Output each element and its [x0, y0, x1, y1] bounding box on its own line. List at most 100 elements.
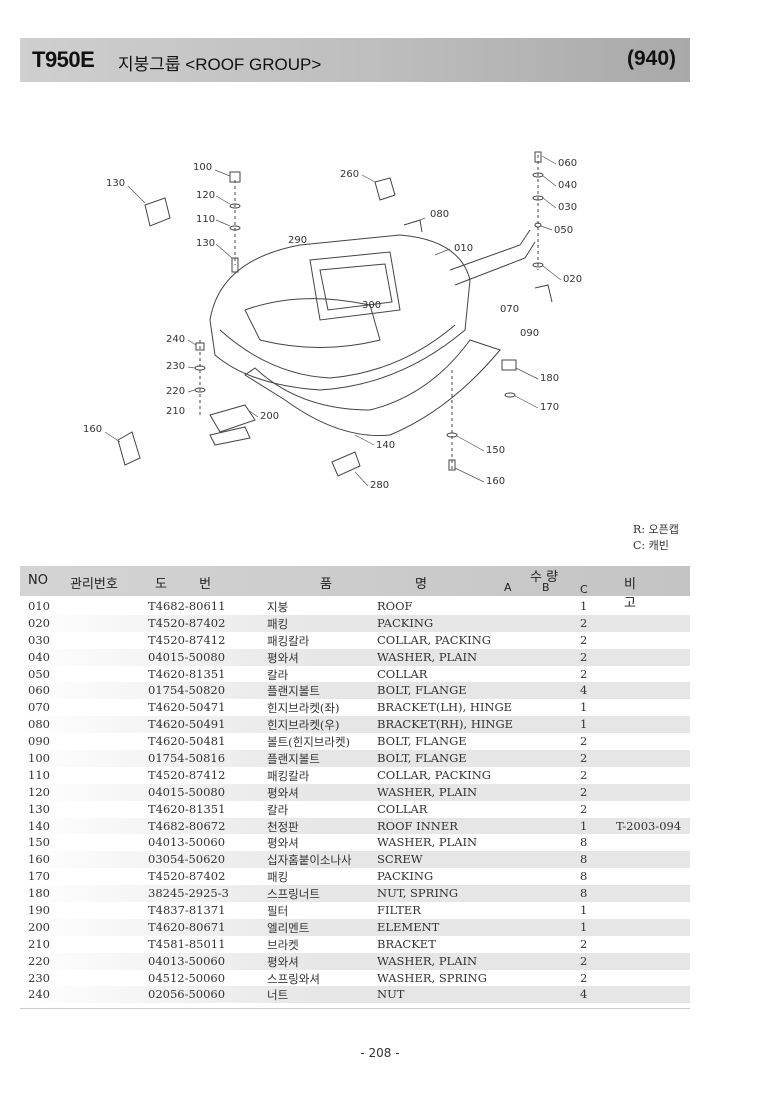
drawing-number: T4581-85011: [148, 936, 226, 951]
part-no: 220: [28, 953, 50, 968]
callout-110: 110: [196, 214, 215, 225]
name-korean: 스프링와셔: [267, 971, 320, 986]
col-name-ko: 품: [320, 577, 332, 592]
name-korean: 칼라: [267, 667, 289, 682]
callout-230: 230: [166, 361, 185, 372]
name-korean: 평와셔: [267, 836, 299, 851]
name-korean: 스프링너트: [267, 887, 320, 902]
name-english: BRACKET: [377, 936, 436, 951]
callout-130: 130: [106, 178, 125, 189]
part-no: 070: [28, 700, 50, 715]
part-no: 060: [28, 683, 50, 698]
name-english: NUT, SPRING: [377, 886, 459, 901]
drawing-number: 03054-50620: [148, 852, 226, 867]
part-no: 110: [28, 767, 50, 782]
qty-c: 2: [580, 666, 588, 681]
name-korean: 너트: [267, 988, 289, 1003]
callout-300: 300: [362, 300, 381, 311]
drawing-number: T4620-81351: [148, 801, 226, 816]
name-korean: 평와셔: [267, 954, 299, 969]
name-english: WASHER, PLAIN: [377, 649, 478, 664]
drawing-number: T4620-81351: [148, 666, 226, 681]
name-korean: 천정판: [267, 819, 299, 834]
qty-c: 2: [580, 801, 588, 816]
part-no: 190: [28, 903, 50, 918]
roof-shell: [209, 234, 471, 391]
drawing-number: T4682-80611: [148, 599, 226, 613]
name-korean: 평와셔: [267, 650, 299, 665]
name-korean: 볼트(힌지브라켓): [267, 735, 351, 750]
part-no: 050: [28, 666, 50, 681]
callout-090: 090: [520, 328, 539, 339]
name-english: PACKING: [377, 869, 434, 884]
drawing-number: 04013-50060: [148, 835, 226, 850]
qty-c: 2: [580, 767, 588, 782]
callout-160: 160: [83, 424, 102, 435]
drawing-number: 01754-50820: [148, 683, 226, 698]
callout-290: 290: [288, 235, 307, 246]
qty-c: 2: [580, 615, 588, 630]
callout-200: 200: [260, 411, 279, 422]
callout-280: 280: [370, 480, 389, 491]
legend: R: 오픈캡 C: 캐빈: [633, 522, 679, 554]
name-korean: 패킹: [267, 870, 289, 885]
qty-c: 2: [580, 751, 588, 766]
callout-030: 030: [558, 202, 577, 213]
name-english: ROOF INNER: [377, 818, 458, 833]
part-no: 030: [28, 632, 50, 647]
table-row: 010 T4682-80611 지붕 ROOF 1: [20, 598, 690, 615]
drawing-number: 02056-50060: [148, 987, 226, 1002]
qty-c: 8: [580, 852, 588, 867]
part-no: 160: [28, 852, 50, 867]
callout-170: 170: [540, 402, 559, 413]
part-no: 020: [28, 615, 50, 630]
name-korean: 패킹칼라: [267, 768, 310, 783]
callout-100: 100: [193, 162, 212, 173]
callout-240: 240: [166, 334, 185, 345]
name-korean: 십자홈붙이소나사: [267, 853, 352, 868]
page-number: - 208 -: [360, 1046, 400, 1060]
qty-c: 8: [580, 869, 588, 884]
footer-rule: [20, 1008, 690, 1009]
qty-c: 2: [580, 649, 588, 664]
part-no: 240: [28, 987, 50, 1002]
callout-220: 220: [166, 386, 185, 397]
callout-040: 040: [558, 180, 577, 191]
name-korean: 필터: [267, 904, 289, 919]
part-no: 230: [28, 970, 50, 985]
part-no: 010: [28, 599, 50, 613]
col-qty-a: A: [504, 581, 512, 594]
page-header: T950E 지붕그룹 <ROOF GROUP> (940): [20, 38, 690, 82]
qty-c: 8: [580, 835, 588, 850]
model-name: T950E: [32, 47, 95, 72]
name-korean: 칼라: [267, 802, 289, 817]
name-korean: 지붕: [267, 600, 289, 614]
callout-150: 150: [486, 445, 505, 456]
qty-c: 1: [580, 599, 588, 613]
drawing-number: T4520-87402: [148, 869, 226, 884]
name-english: WASHER, PLAIN: [377, 784, 478, 799]
col-no: NO: [28, 573, 48, 588]
name-english: COLLAR: [377, 666, 428, 681]
qty-c: 4: [580, 683, 588, 698]
qty-c: 1: [580, 717, 588, 732]
name-korean: 플랜지볼트: [267, 752, 320, 767]
drawing-number: 04015-50080: [148, 649, 226, 664]
col-qty-c: C: [580, 583, 588, 596]
qty-c: 2: [580, 970, 588, 985]
name-english: NUT: [377, 987, 405, 1002]
name-english: ROOF: [377, 599, 413, 613]
drawing-number: T4520-87412: [148, 632, 226, 647]
